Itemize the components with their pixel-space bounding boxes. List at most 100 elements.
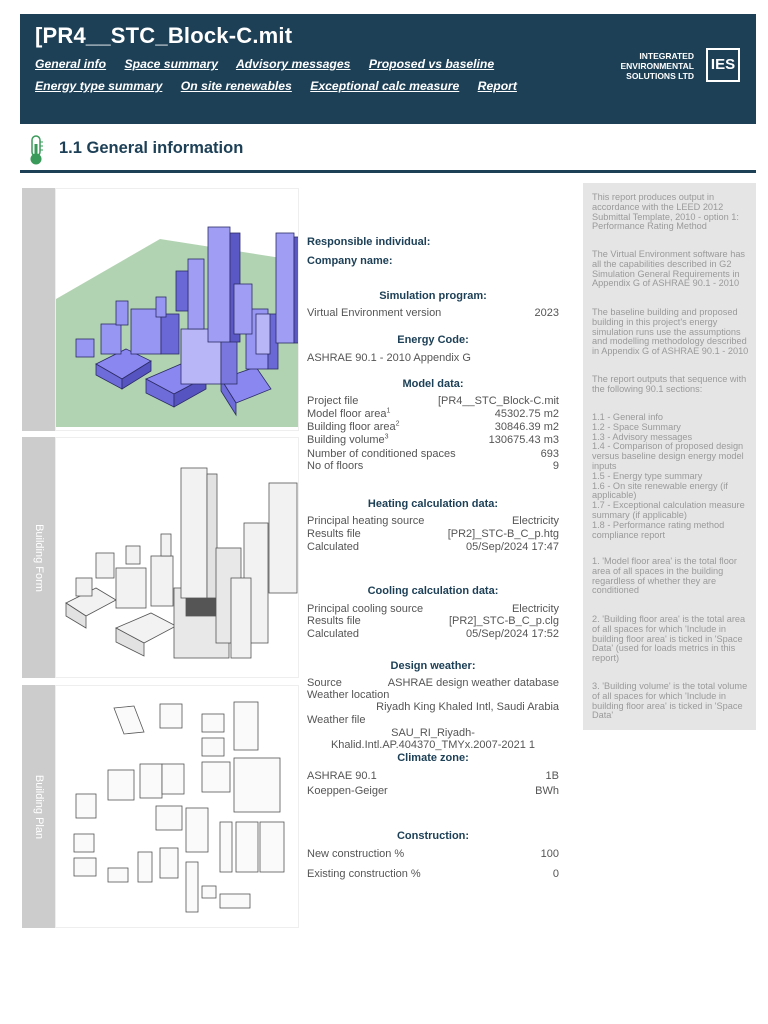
brand-line-3: SOLUTIONS LTD bbox=[626, 71, 694, 81]
report-header: [PR4__STC_Block-C.mit General info Space… bbox=[20, 14, 756, 124]
building-volume-key: Building volume bbox=[307, 434, 385, 446]
thermometer-icon bbox=[30, 135, 43, 165]
report-title: [PR4__STC_Block-C.mit bbox=[35, 23, 293, 48]
climate-row: Koeppen-Geiger BWh bbox=[307, 785, 559, 798]
notes-line: versus baseline design energy model bbox=[592, 451, 744, 462]
cooling-heading: Cooling calculation data: bbox=[367, 585, 499, 597]
simulation-row: Virtual Environment version 2023 bbox=[307, 307, 559, 320]
notes-line: Data' bbox=[592, 710, 614, 721]
model-data-value: 45302.75 m2 bbox=[494, 408, 559, 420]
notes-line: 1.3 - Advisory messages bbox=[592, 431, 693, 442]
cooling-row: Principal cooling source Electricity bbox=[307, 603, 559, 616]
notes-line: 2. 'Building floor area' is the total ar… bbox=[592, 614, 746, 624]
notes-line: of all spaces for which 'Include in bbox=[592, 690, 727, 701]
construction-row: New construction % 100 bbox=[307, 848, 559, 861]
weather-source-value: ASHRAE design weather database bbox=[387, 677, 559, 689]
model-data-value: 130675.43 m3 bbox=[488, 434, 559, 446]
notes-line: regardless of whether they are bbox=[592, 575, 717, 586]
nav-link-exceptional-calc-measure[interactable]: Exceptional calc measure bbox=[310, 79, 460, 93]
sidebar-label-building-form: Building Form bbox=[32, 523, 45, 592]
heating-row: Principal heating source Electricity bbox=[307, 515, 559, 528]
notes-paragraph: This report produces output in accordanc… bbox=[592, 192, 756, 232]
footnote-mark: 2 bbox=[395, 420, 400, 428]
weather-source-key: Source bbox=[307, 677, 342, 689]
model-data-value: 30846.39 m2 bbox=[494, 421, 559, 433]
heating-key: Calculated bbox=[307, 541, 359, 553]
notes-line: Submittal Template, 2010 - option 1: bbox=[592, 211, 739, 222]
model-data-row: Number of conditioned spaces 693 bbox=[307, 448, 559, 461]
heating-value: 05/Sep/2024 17:47 bbox=[466, 541, 559, 553]
notes-line: of all spaces for which 'Include in bbox=[592, 623, 727, 634]
notes-paragraph: The Virtual Environment software has all… bbox=[592, 249, 756, 289]
building-plan-image bbox=[73, 701, 285, 913]
construction-value: 100 bbox=[540, 848, 559, 860]
notes-footnote-2: 2. 'Building floor area' is the total ar… bbox=[592, 614, 756, 664]
model-data-key: No of floors bbox=[307, 460, 364, 472]
energy-code-value: ASHRAE 90.1 - 2010 Appendix G bbox=[307, 352, 471, 364]
section-heading: 1.1 General information bbox=[20, 130, 756, 170]
footnote-mark: 3 bbox=[384, 433, 389, 441]
simulation-heading: Simulation program: bbox=[379, 290, 487, 302]
construction-key: Existing construction % bbox=[307, 868, 421, 880]
weather-file-row: Weather file bbox=[307, 714, 559, 727]
ies-brand: INTEGRATED ENVIRONMENTAL SOLUTIONS LTD I… bbox=[600, 48, 740, 88]
notes-line: applicable) bbox=[592, 490, 637, 501]
notes-line: inputs bbox=[592, 460, 617, 471]
climate-key: ASHRAE 90.1 bbox=[307, 770, 377, 782]
notes-line: report) bbox=[592, 653, 620, 664]
energy-code-heading: Energy Code: bbox=[397, 334, 469, 346]
notes-paragraph: The report outputs that sequence with th… bbox=[592, 374, 756, 395]
building-3d-colour-view bbox=[55, 188, 299, 431]
notes-line: building in this project's energy bbox=[592, 316, 718, 327]
model-data-key: Building volume3 bbox=[307, 433, 389, 446]
cooling-row: Calculated 05/Sep/2024 17:52 bbox=[307, 628, 559, 641]
cooling-value: [PR2]_STC-B_C_p.clg bbox=[448, 615, 559, 627]
notes-line: Performance Rating Method bbox=[592, 221, 707, 232]
nav-link-energy-type-summary[interactable]: Energy type summary bbox=[35, 79, 163, 93]
cooling-key: Calculated bbox=[307, 628, 359, 640]
construction-heading: Construction: bbox=[396, 830, 470, 842]
notes-line: compliance report bbox=[592, 529, 666, 540]
construction-row: Existing construction % 0 bbox=[307, 868, 559, 881]
nav-link-on-site-renewables[interactable]: On site renewables bbox=[180, 79, 292, 93]
sidebar-strip-1 bbox=[22, 188, 55, 431]
heating-row: Results file [PR2]_STC-B_C_p.htg bbox=[307, 528, 559, 541]
simulation-value: 2023 bbox=[534, 307, 559, 319]
notes-line: summary (if applicable) bbox=[592, 509, 687, 520]
construction-key: New construction % bbox=[307, 848, 405, 860]
notes-line: building floor area' is ticked in 'Space bbox=[592, 700, 743, 711]
model-data-row: Model floor area1 45302.75 m2 bbox=[307, 407, 559, 421]
brand-line-2: ENVIRONMENTAL bbox=[620, 61, 694, 71]
notes-line: the following 90.1 sections: bbox=[592, 383, 703, 394]
notes-line: area of all spaces in the building bbox=[592, 565, 724, 576]
notes-line: 1.1 - General info bbox=[592, 412, 663, 422]
weather-file-line-1: SAU_RI_Riyadh- bbox=[391, 727, 475, 739]
notes-line: 1.4 - Comparison of proposed design bbox=[592, 441, 744, 452]
notes-line: Data' (used for loads metrics in this bbox=[592, 643, 736, 654]
design-weather-heading: Design weather: bbox=[390, 660, 476, 672]
energy-code-row: ASHRAE 90.1 - 2010 Appendix G bbox=[307, 352, 559, 365]
nav-link-space-summary[interactable]: Space summary bbox=[124, 57, 219, 71]
simulation-key: Virtual Environment version bbox=[307, 307, 442, 319]
notes-line: Simulation General Requirements in bbox=[592, 268, 740, 279]
responsible-individual-label: Responsible individual: bbox=[307, 236, 431, 248]
ies-logo: IES bbox=[706, 48, 740, 82]
weather-file-key: Weather file bbox=[307, 714, 366, 726]
weather-location-key: Weather location bbox=[307, 689, 390, 701]
climate-key: Koeppen-Geiger bbox=[307, 785, 388, 797]
sidebar-strip-building-plan: Building Plan bbox=[22, 685, 55, 928]
notes-panel: This report produces output in accordanc… bbox=[583, 183, 756, 730]
building-floor-area-key: Building floor area bbox=[307, 421, 396, 433]
notes-line: and modelling methodology described bbox=[592, 336, 747, 347]
nav-link-general-info[interactable]: General info bbox=[35, 57, 107, 71]
nav-link-proposed-vs-baseline[interactable]: Proposed vs baseline bbox=[368, 57, 495, 71]
notes-section-list: 1.1 - General info 1.2 - Space Summary 1… bbox=[592, 412, 756, 540]
sidebar-strip-building-form: Building Form bbox=[22, 437, 55, 678]
notes-line: The report outputs that sequence with bbox=[592, 374, 747, 384]
notes-line: Appendix G of ASHRAE 90.1 - 2010 bbox=[592, 278, 740, 289]
notes-line: The baseline building and proposed bbox=[592, 307, 738, 317]
nav-link-advisory-messages[interactable]: Advisory messages bbox=[235, 57, 351, 71]
heating-value: [PR2]_STC-B_C_p.htg bbox=[447, 528, 559, 540]
building-3d-form-image bbox=[65, 467, 298, 659]
nav-link-report[interactable]: Report bbox=[477, 79, 517, 93]
